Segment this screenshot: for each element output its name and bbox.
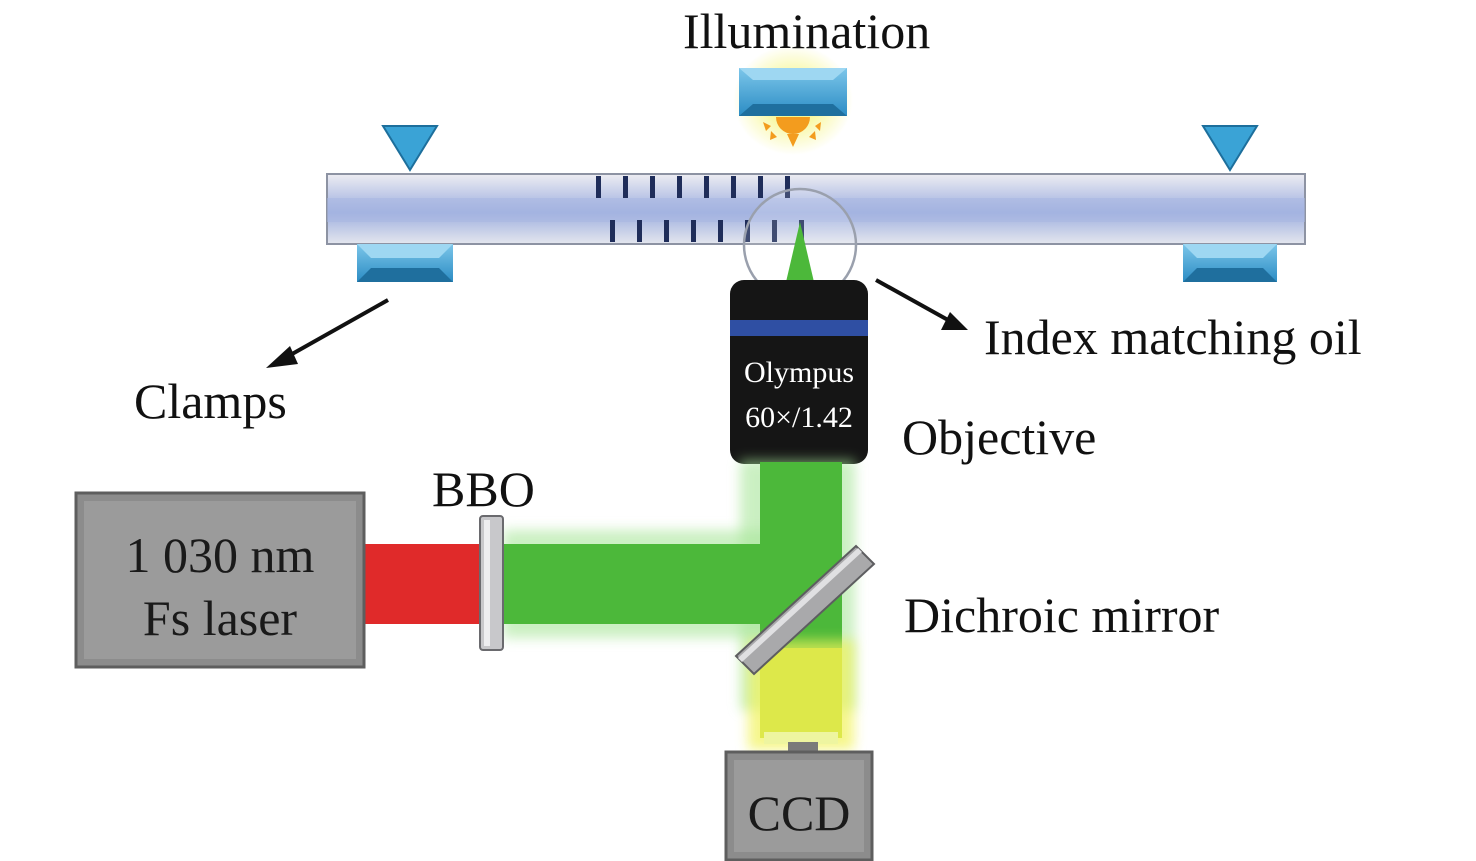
annotation-arrows: [266, 278, 968, 368]
clamp-pointer-left-icon: [381, 125, 439, 172]
bbo-label: BBO: [432, 461, 535, 517]
dichroic-mirror: [734, 544, 876, 676]
objective-brand: Olympus: [743, 356, 854, 389]
green-beam-horizontal: [503, 544, 803, 624]
dichroic-mirror-label: Dichroic mirror: [904, 587, 1220, 643]
clamp-right: [1183, 244, 1277, 282]
clamp-pointer-right-icon: [1201, 125, 1259, 172]
oil-arrow: [875, 278, 949, 322]
objective-label: Objective: [902, 409, 1097, 465]
oil-arrowhead-icon: [941, 312, 968, 330]
clamps-arrow: [284, 298, 389, 360]
focused-beam-cone: [786, 222, 814, 282]
objective-text: Olympus 60×/1.42: [730, 350, 868, 440]
ccd-camera: [724, 742, 874, 861]
beams: [364, 460, 855, 750]
laser-wavelength: 1 030 nm: [125, 527, 315, 583]
index-matching-oil-label: Index matching oil: [984, 309, 1362, 365]
ir-beam: [364, 544, 484, 624]
optical-fiber: [326, 173, 1306, 245]
illumination-label: Illumination: [683, 3, 931, 59]
ccd-label: CCD: [747, 785, 851, 841]
bbo-highlight: [484, 520, 490, 646]
clamp-left: [357, 244, 453, 282]
laser-box: [74, 491, 366, 669]
laser-label: 1 030 nm Fs laser: [84, 524, 356, 649]
sun-icon: [763, 117, 821, 147]
clamps-arrowhead-icon: [266, 346, 298, 368]
yellow-beam: [760, 648, 842, 738]
illumination-source: [733, 45, 853, 155]
objective-spec: 60×/1.42: [745, 401, 853, 434]
bbo-crystal: [479, 515, 504, 651]
laser-type: Fs laser: [142, 589, 298, 646]
clamps-label: Clamps: [134, 373, 287, 429]
